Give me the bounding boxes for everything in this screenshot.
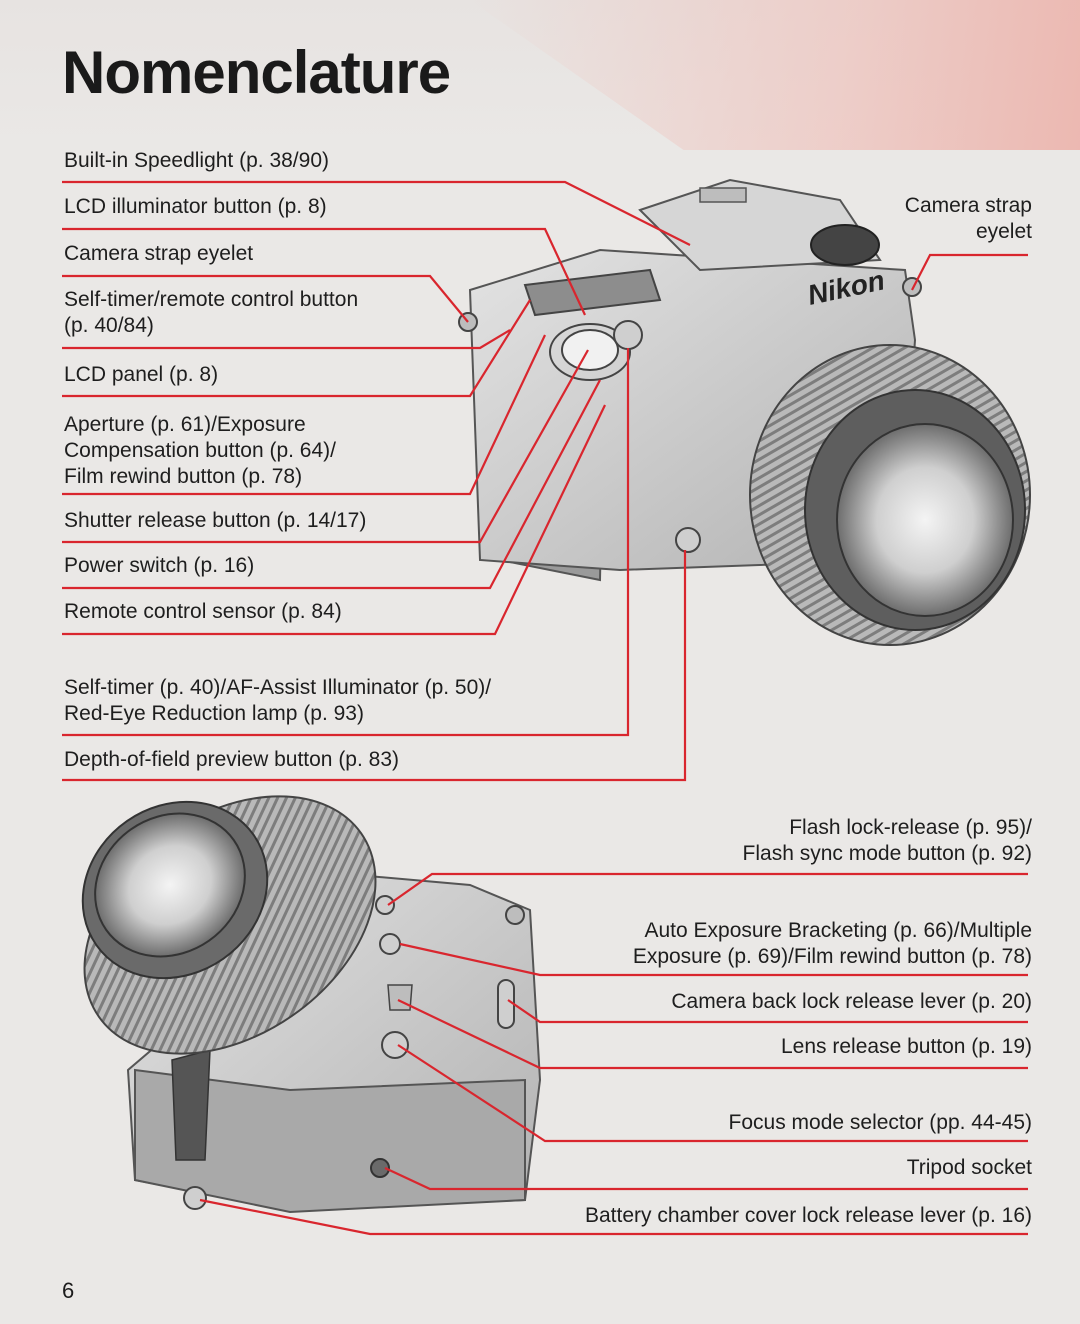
callout-dof-preview-button: Depth-of-field preview button (p. 83) [64,748,400,771]
callout-camera-strap-eyelet: Camera strap eyelet [64,242,254,265]
callout-line: Aperture (p. 61)/Exposure [64,413,306,436]
callout-line: (p. 40/84) [64,314,154,337]
callout-focus-mode-selector: Focus mode selector (pp. 44-45) [728,1111,1032,1134]
page-number: 6 [62,1278,75,1303]
callout-line: Flash sync mode button (p. 92) [742,842,1032,865]
camera-front-illustration: Nikon [458,178,1031,646]
callout-aperture-exposure-button: Aperture (p. 61)/Exposure Compensation b… [64,412,336,490]
callout-power-switch: Power switch (p. 16) [64,554,255,577]
camera-side-illustration [81,795,542,1214]
callout-line: Red-Eye Reduction lamp (p. 93) [64,702,364,725]
callout-line: Film rewind button (p. 78) [64,465,303,488]
callout-tripod-socket: Tripod socket [906,1156,1032,1179]
callout-line: eyelet [975,220,1032,243]
callout-line: Flash lock-release (p. 95)/ [789,816,1032,839]
callout-self-timer-remote-button: Self-timer/remote control button (p. 40/… [64,287,358,339]
callout-line: Exposure (p. 69)/Film rewind button (p. … [632,945,1032,968]
leader-lines [62,180,1028,1236]
callout-lens-release-button: Lens release button (p. 19) [781,1035,1032,1058]
callout-self-timer-af-assist: Self-timer (p. 40)/AF-Assist Illuminator… [64,675,491,727]
callout-auto-exposure-bracketing: Auto Exposure Bracketing (p. 66)/Multipl… [633,918,1032,970]
callout-line: Camera strap [904,194,1032,217]
callout-built-in-speedlight: Built-in Speedlight (p. 38/90) [64,149,329,172]
callout-remote-control-sensor: Remote control sensor (p. 84) [64,600,342,623]
callout-flash-lock-release: Flash lock-release (p. 95)/ Flash sync m… [743,815,1032,867]
callout-battery-chamber-lever: Battery chamber cover lock release lever… [584,1204,1032,1227]
callout-camera-back-lock-lever: Camera back lock release lever (p. 20) [671,990,1032,1013]
callout-shutter-release-button: Shutter release button (p. 14/17) [64,509,367,532]
page-title: Nomenclature [62,39,451,106]
callout-line: Self-timer/remote control button [64,288,359,311]
callout-lcd-panel: LCD panel (p. 8) [64,363,219,386]
callout-line: Auto Exposure Bracketing (p. 66)/Multipl… [644,919,1032,942]
callout-lcd-illuminator-button: LCD illuminator button (p. 8) [64,195,327,218]
callout-line: Self-timer (p. 40)/AF-Assist Illuminator… [64,676,492,699]
callout-line: Compensation button (p. 64)/ [64,439,336,462]
callout-camera-strap-eyelet-right: Camera strap eyelet [905,193,1032,245]
